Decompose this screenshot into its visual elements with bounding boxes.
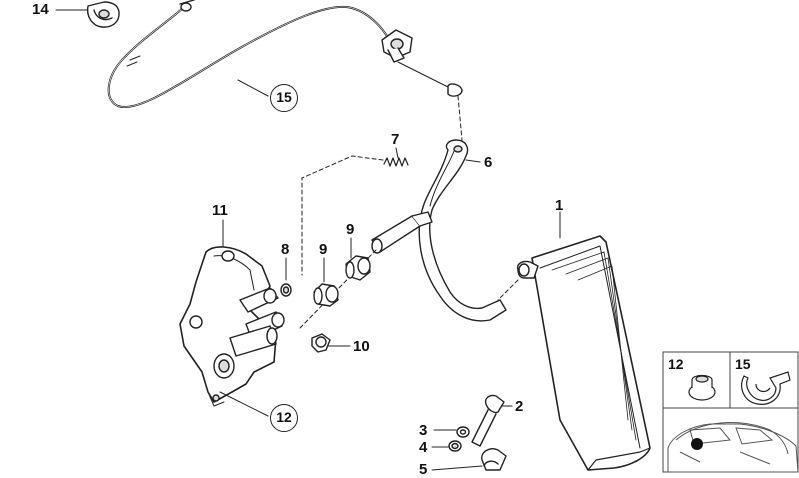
- label-part-9-left: 9: [319, 241, 328, 258]
- label-part-9-right: 9: [346, 221, 355, 238]
- label-part-5: 5: [419, 461, 428, 478]
- bushing-part-9-left: [313, 283, 339, 307]
- bush-part-8: [280, 283, 292, 297]
- inset-label-12: 12: [668, 356, 684, 372]
- label-part-4: 4: [419, 439, 428, 456]
- label-part-6: 6: [484, 154, 493, 171]
- pedal-bracket-part-11: [179, 246, 285, 407]
- clip-part-5: [481, 448, 507, 471]
- label-part-3: 3: [419, 422, 428, 439]
- label-part-11: 11: [212, 202, 228, 219]
- washer-part-3: [456, 426, 470, 438]
- nut-part-4: [448, 440, 462, 452]
- inset-label-15: 15: [735, 356, 751, 372]
- pedal-pad-part-1: [516, 211, 651, 471]
- label-part-10: 10: [353, 338, 370, 355]
- label-part-8: 8: [281, 241, 290, 258]
- bushing-part-9-right: [345, 255, 371, 281]
- pedal-lever-part-6: [371, 139, 507, 322]
- label-part-2: 2: [515, 398, 524, 415]
- callout-part-15: 15: [270, 84, 298, 112]
- grommet-part-14: [86, 1, 120, 28]
- stop-part-10: [311, 333, 331, 353]
- inset-car-icon: [667, 422, 799, 473]
- callout-part-12: 12: [270, 404, 298, 432]
- spring-part-7: [383, 157, 409, 167]
- inset-grommet-icon: [688, 374, 716, 401]
- label-part-7: 7: [391, 131, 400, 148]
- bolt-part-2: [471, 394, 505, 447]
- inset-clip-icon: [741, 371, 791, 405]
- accelerator-cable-part-15: [107, 0, 463, 109]
- inset-location-dot: [691, 438, 703, 450]
- label-part-1: 1: [555, 197, 564, 214]
- label-part-14: 14: [32, 1, 49, 18]
